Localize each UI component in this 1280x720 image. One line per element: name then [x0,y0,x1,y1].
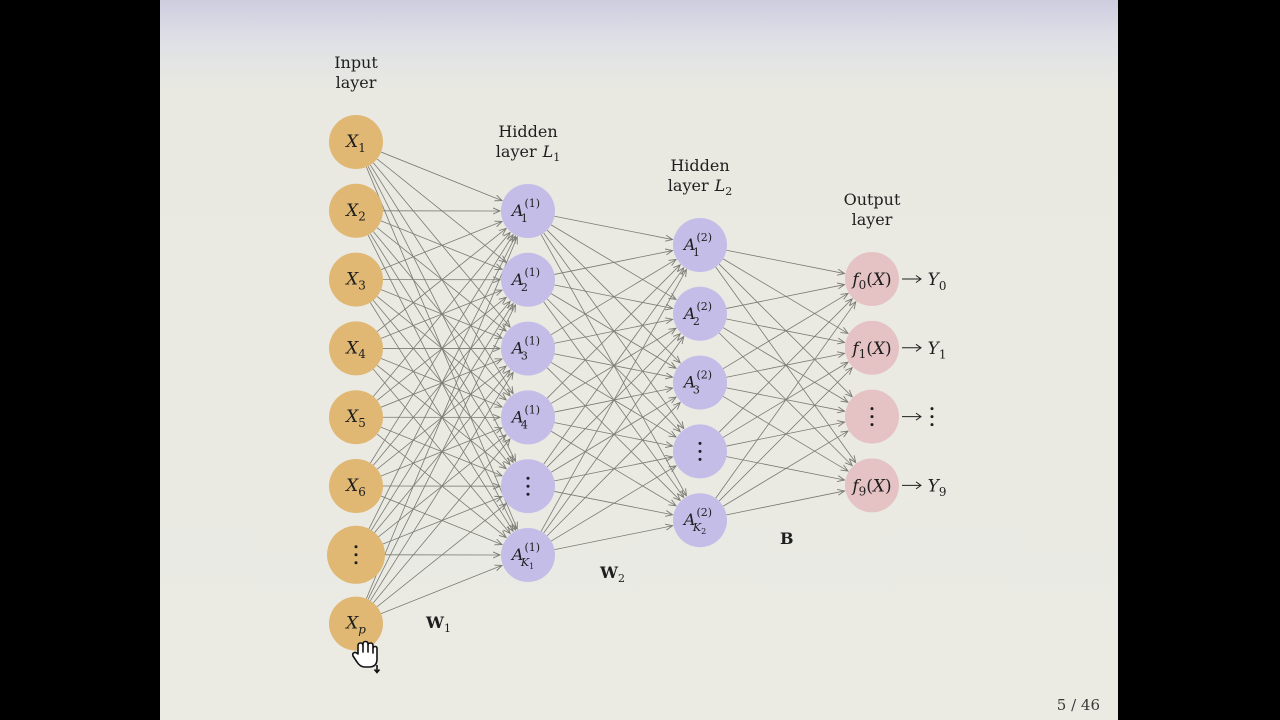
input-node: X1 [329,115,383,169]
w2-edge [554,526,672,551]
target-label: Y9 [928,476,947,499]
hidden1-node-label: A(1)2 [510,266,540,294]
output-node-label: f9(X) [850,476,891,498]
output-node [845,389,934,444]
weight-w1-label: W1 [425,613,451,635]
input-node: X3 [329,252,383,307]
input-node [327,525,385,584]
hidden1-node: A(1)2 [501,252,555,307]
hidden2-node [673,424,727,479]
hidden2-node-label: A(2)3 [682,369,712,397]
w2-edge [554,215,672,239]
input-node-label: X6 [344,476,366,499]
b-edge [722,293,848,370]
input-node-label: X3 [344,270,366,293]
w2-edge [543,268,684,465]
w1-edge [366,237,517,599]
b-edge [718,299,852,433]
b-edge [726,285,844,309]
input-node-label: Xp [344,614,366,637]
input-node-label: X4 [344,338,366,361]
w1-edge [372,233,510,397]
output-node-label: f0(X) [850,270,891,292]
w1-edge [380,151,502,201]
b-edge [726,491,844,516]
b-edge [722,431,848,507]
target-label: Y0 [928,270,947,293]
hidden1-node-label: A(1)3 [510,335,540,363]
hidden2-node-label: A(2)K2 [682,506,712,536]
hidden1-ellipsis [526,476,530,496]
b-edge [715,302,856,499]
w2-edge [550,259,676,336]
input-node: X6 [329,459,383,513]
w2-edge [546,402,680,537]
w1-edge [367,305,515,600]
hidden2-node: A(2)K2 [673,493,727,548]
hidden2-node-label: A(2)1 [682,231,712,259]
hidden2-ellipsis [698,441,702,461]
hidden2-node: A(2)2 [673,286,727,341]
weight-w2-label: W2 [599,563,625,585]
target-ellipsis [930,407,934,427]
hidden1-node-label: A(1)K1 [510,541,540,571]
target-label: Y1 [928,339,947,362]
hidden1-node-label: A(1)1 [510,197,540,225]
w2-edge [540,269,686,532]
output-node-label: f1(X) [850,339,891,361]
w1-edge [376,504,506,608]
w1-edge [380,221,502,270]
output-title-line2: layer [852,210,893,229]
w1-edge [369,235,513,464]
w1-edge [376,228,506,332]
output-ellipsis [870,407,874,427]
hidden1-node [501,459,555,514]
input-node-label: X2 [344,201,366,224]
w1-edge [372,439,510,604]
input-node: X2 [329,183,383,238]
input-node: Xp [329,596,383,651]
output-node: f0(X) Y0 [845,252,946,306]
hidden1-node: A(1)3 [501,321,555,376]
w1-edge [380,565,502,614]
input-ellipsis [354,545,358,565]
input-node: X5 [329,390,383,445]
hand-cursor-icon [350,640,390,680]
input-title-line2: layer [336,73,377,92]
hidden1-node: A(1)4 [501,390,555,445]
output-title-line1: Output [844,190,901,209]
input-node-label: X1 [344,132,366,155]
w2-edge [554,251,672,275]
b-edge [726,249,844,273]
bias-b-label: B [780,529,794,548]
hidden2-title-line1: Hidden [670,156,729,175]
w2-edge [550,466,676,542]
output-node: f9(X) Y9 [845,458,947,513]
b-edge [718,368,852,502]
w2-edge [546,265,680,399]
w1-edge [367,236,515,531]
hidden1-node: A(1)K1 [501,528,555,582]
hidden2-node: A(2)1 [673,218,727,272]
w1-edge [369,372,513,601]
hidden2-node-label: A(2)2 [682,300,712,328]
input-node-label: X5 [344,407,366,430]
hidden2-node: A(2)3 [673,355,727,410]
output-node: f1(X) Y1 [845,320,947,375]
hidden1-node: A(1)1 [501,184,555,238]
hidden1-title-line1: Hidden [498,122,557,141]
w2-edge [543,337,684,534]
input-title-line1: Input [334,53,378,72]
hidden1-node-label: A(1)4 [510,403,540,431]
page-indicator: 5 / 46 [1056,696,1100,714]
input-node: X4 [329,321,383,376]
